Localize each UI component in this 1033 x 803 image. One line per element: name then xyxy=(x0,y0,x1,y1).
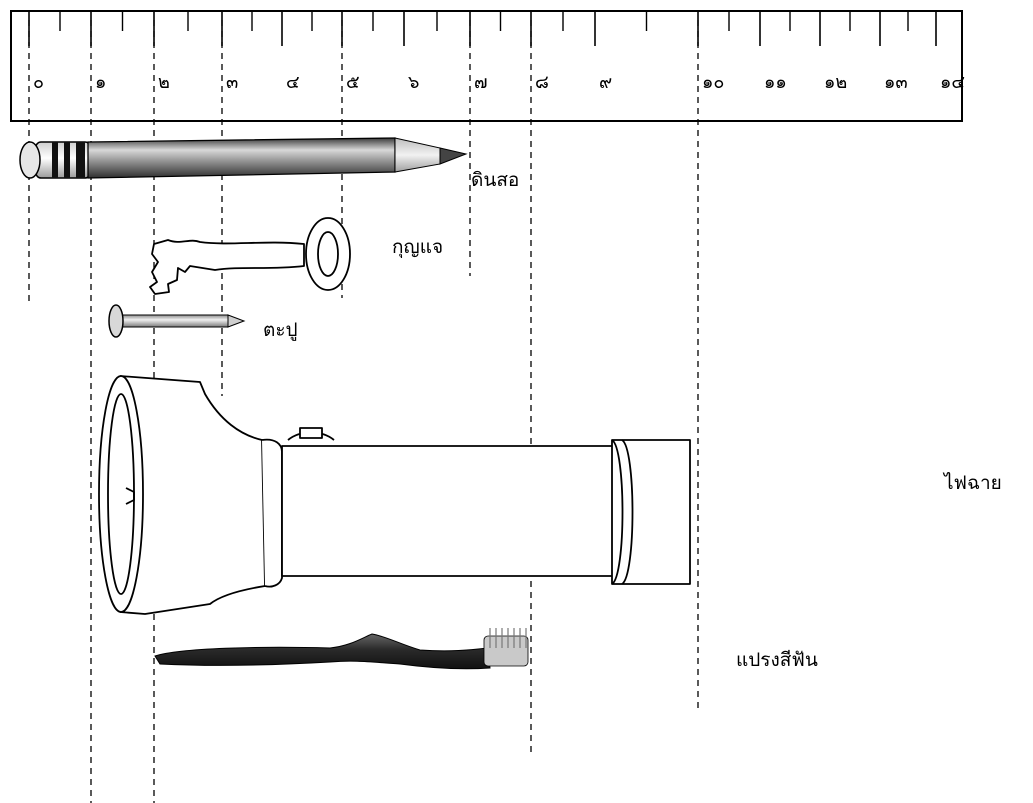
ruler-number: ๑๓ xyxy=(884,72,908,93)
toothbrush-illustration xyxy=(154,628,529,670)
ruler-number: ๒ xyxy=(158,72,170,93)
key-illustration xyxy=(149,217,351,295)
flashlight-label: ไฟฉาย xyxy=(942,472,1002,494)
ruler-number: ๙ xyxy=(599,72,612,93)
flashlight-illustration xyxy=(98,375,691,615)
ruler-number: ๑๑ xyxy=(764,72,787,93)
ruler-number: ๑๔ xyxy=(940,72,965,93)
pencil-illustration xyxy=(19,137,468,179)
ruler: ๐๑๒๓๔๕๖๗๘๙๑๐๑๑๑๒๑๓๑๔ xyxy=(10,10,965,122)
ruler-number: ๕ xyxy=(346,72,360,93)
ruler-number: ๖ xyxy=(408,72,419,93)
ruler-number: ๑๐ xyxy=(702,72,724,93)
ruler-number: ๗ xyxy=(474,72,488,93)
key-label: กุญแจ xyxy=(392,236,443,259)
ruler-number: ๑ xyxy=(95,72,106,93)
nail-illustration xyxy=(108,304,246,338)
ruler-number: ๐ xyxy=(33,72,44,93)
ruler-ticks xyxy=(28,11,937,46)
ruler-number: ๔ xyxy=(286,72,300,93)
ruler-number: ๑๒ xyxy=(824,72,847,93)
nail-label: ตะปู xyxy=(263,319,298,341)
pencil-label: ดินสอ xyxy=(471,169,519,191)
ruler-frame xyxy=(10,10,963,122)
ruler-number: ๓ xyxy=(226,72,238,93)
ruler-numbers: ๐๑๒๓๔๕๖๗๘๙๑๐๑๑๑๒๑๓๑๔ xyxy=(33,72,965,93)
measurement-guides xyxy=(28,20,699,803)
ruler-number: ๘ xyxy=(535,72,549,93)
toothbrush-label: แปรงสีฟัน xyxy=(736,649,818,671)
